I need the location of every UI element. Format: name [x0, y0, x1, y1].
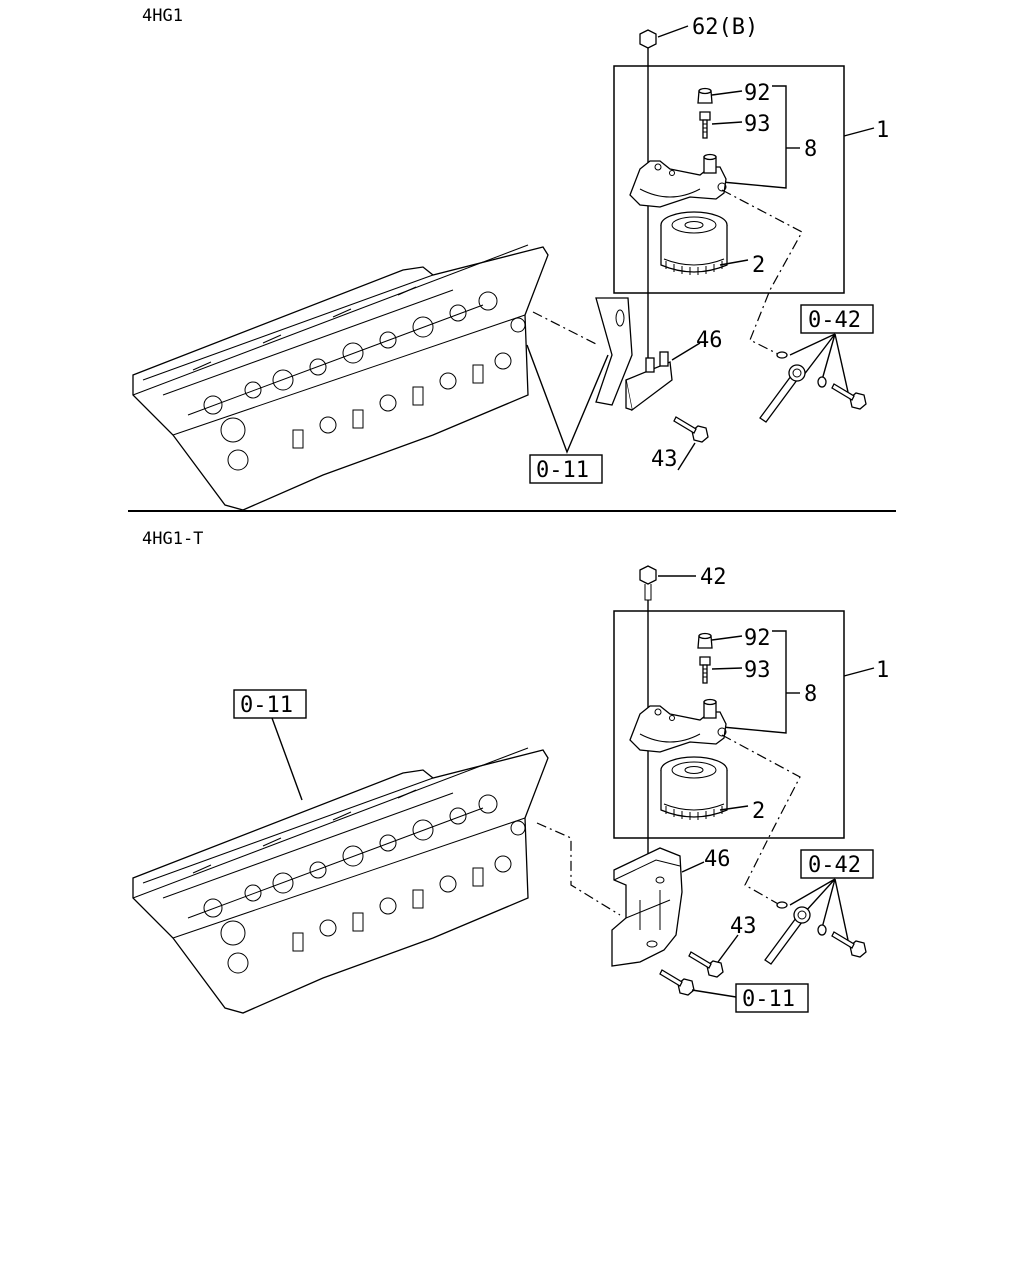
filter-element-drawing [660, 756, 728, 821]
ref-box-0-42 [800, 304, 874, 334]
callout-42: 42 [700, 565, 727, 590]
callout-1: 1 [876, 658, 889, 683]
cap-92-drawing [697, 632, 713, 649]
section-4hg1-t: 4HG1-T 0-11 42 1 92 93 8 2 [132, 529, 889, 1014]
ref-0-42: 0-42 [808, 853, 861, 878]
callout-43: 43 [651, 447, 678, 472]
ref-box-0-42 [800, 849, 874, 879]
bleeder-93-drawing [699, 656, 711, 684]
ref-box-0-11 [529, 454, 603, 484]
ref-0-11: 0-11 [536, 458, 589, 483]
section-4hg1: 4HG1 62(B) 1 92 93 8 2 0-42 [132, 6, 889, 511]
filter-element-drawing [660, 211, 728, 276]
bracket-46-drawing [611, 847, 683, 967]
bolt-43-drawing [673, 416, 709, 443]
callout-46: 46 [704, 847, 731, 872]
callout-8: 8 [804, 682, 817, 707]
pipe-bolt-drawing [831, 383, 867, 410]
callout-8: 8 [804, 137, 817, 162]
callout-92: 92 [744, 626, 771, 651]
cap-92-drawing [697, 87, 713, 104]
section-title: 4HG1 [142, 6, 183, 26]
callout-43: 43 [730, 914, 757, 939]
bracket-46-drawing [595, 297, 673, 412]
pipe-bolt-drawing [831, 931, 867, 958]
ref-0-11-bracket: 0-11 [742, 987, 795, 1012]
filter-assembly-box [613, 610, 845, 839]
filter-head-drawing [629, 153, 727, 208]
callout-2: 2 [752, 253, 765, 278]
filter-assembly-box [613, 65, 845, 294]
callout-1: 1 [876, 118, 889, 143]
filter-head-drawing [629, 698, 727, 753]
ref-0-42: 0-42 [808, 308, 861, 333]
ref-box-0-11-head [233, 689, 307, 719]
callout-62b: 62(B) [692, 15, 758, 40]
bleeder-93-drawing [699, 111, 711, 139]
cylinder-head-drawing [132, 244, 549, 511]
eye-bolt-pipe-drawing [759, 364, 806, 423]
callout-46: 46 [696, 328, 723, 353]
bolt-43-drawing [688, 951, 724, 978]
bracket-bolt-drawing [659, 969, 695, 996]
cylinder-head-drawing [132, 747, 549, 1014]
eye-bolt-pipe-drawing [764, 906, 811, 965]
callout-93: 93 [744, 112, 771, 137]
section-title: 4HG1-T [142, 529, 203, 549]
callout-2: 2 [752, 799, 765, 824]
ref-0-11-head: 0-11 [240, 693, 293, 718]
callout-92: 92 [744, 81, 771, 106]
callout-93: 93 [744, 658, 771, 683]
ref-box-0-11-bracket [735, 983, 809, 1013]
